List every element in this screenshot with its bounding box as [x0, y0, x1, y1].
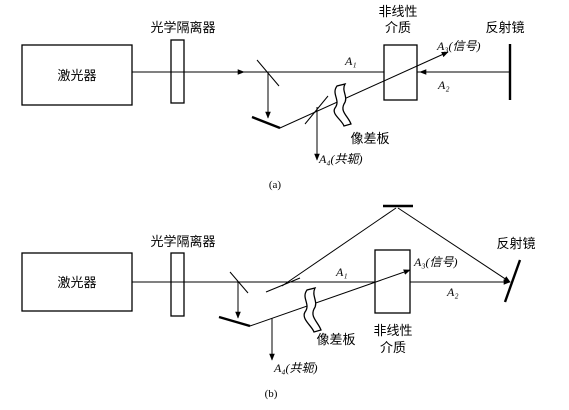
- medium-label-b-2: 介质: [380, 341, 406, 356]
- a4-label-b: A₄(共轭): [273, 361, 318, 375]
- beamsplitter-b: [229, 271, 249, 294]
- a2-label-b: A₂: [446, 285, 459, 299]
- a3-label-b: A₃(信号): [413, 255, 458, 269]
- medium-label-a-1: 非线性: [378, 5, 417, 20]
- mirror-label-b: 反射镜: [496, 236, 535, 252]
- turning-mirror-b: [218, 315, 251, 328]
- isolator-label-b: 光学隔离器: [150, 234, 215, 250]
- panel-b: 激光器 光学隔离器 A₁ 非线性 介质 反射镜 A₂ A₃(信号) A₄(共: [21, 204, 536, 400]
- medium-label-b-1: 非线性: [373, 324, 412, 339]
- caption-a: (a): [269, 179, 282, 191]
- isolator-label-a: 光学隔离器: [150, 20, 215, 36]
- a2-label-a: A₂: [437, 78, 450, 92]
- a4-label-a: A₄(共轭): [318, 152, 363, 166]
- plate-label-a: 像差板: [350, 132, 389, 147]
- a3-label-a: A₃(信号): [436, 39, 481, 53]
- beamsplitter-a-2: [304, 95, 329, 125]
- caption-b: (b): [265, 388, 278, 400]
- beam-b-down-right: [397, 207, 511, 283]
- aberration-plate-b: [303, 287, 322, 333]
- mirror-label-a: 反射镜: [485, 20, 524, 36]
- nonlinear-medium-a: [383, 44, 418, 101]
- laser-box-b: [21, 252, 133, 312]
- panel-a: 激光器 光学隔离器 A₁ 非线性 介质 反射镜 A₂ A₃(信号) A₄(共轭: [21, 5, 525, 191]
- beam-b-up: [281, 207, 397, 287]
- nonlinear-medium-b: [374, 249, 411, 314]
- plate-label-b: 像差板: [316, 333, 355, 348]
- aberration-plate-a: [333, 83, 352, 127]
- laser-label-b: 激光器: [57, 276, 96, 291]
- optical-isolator-b: [170, 252, 185, 317]
- laser-box-a: [21, 44, 133, 106]
- a1-label-a: A₁: [344, 54, 357, 68]
- beam-a3-signal: [279, 51, 449, 129]
- beam-b3-signal: [249, 269, 411, 327]
- a1-label-b: A₁: [335, 265, 348, 279]
- reflect-mirror-b: [503, 259, 522, 303]
- turning-mirror-a: [251, 115, 281, 130]
- medium-label-a-2: 介质: [385, 21, 411, 36]
- laser-label-a: 激光器: [57, 69, 96, 84]
